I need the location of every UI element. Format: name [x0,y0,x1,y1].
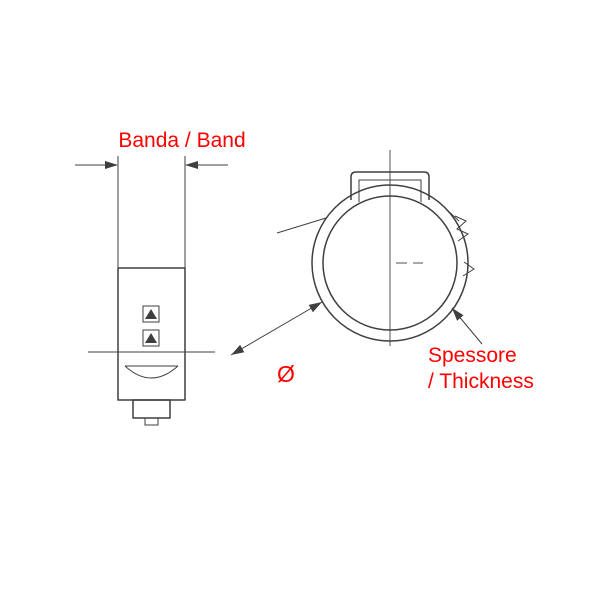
band-outer-circle [311,184,469,342]
thickness-label-line1: Spessore [428,344,517,367]
thickness-arrow-icon [452,308,464,321]
dimension-arrow-right-pointing-icon [105,161,118,169]
lock-tab-upper-icon [145,309,157,319]
thickness-annotation: Spessore / Thickness [428,307,534,393]
ear-outer-profile [350,171,430,200]
band-end-tab [132,399,171,419]
thickness-label-line2: / Thickness [428,370,534,393]
band-side-view [88,267,215,426]
diameter-arrow-upper-icon [308,302,322,313]
diameter-dimension-line [230,301,323,356]
lock-tab-lower-icon [145,333,157,343]
leader-line [276,217,327,234]
band-inner-circle [322,195,458,331]
clamp-front-view [276,150,475,346]
diameter-arrow-lower-icon [231,344,245,355]
band-end-notch [144,417,159,426]
band-dimension-label: Banda / Band [118,129,245,152]
buckle-curve [124,365,179,379]
lock-window-lower [142,329,160,347]
ear-inner-profile [358,179,422,202]
band-width-dimension: Banda / Band [75,129,246,268]
interlock-hook-lower [462,261,475,277]
band-end-edge [445,208,460,222]
diameter-symbol-label: Ø [277,361,295,387]
dimension-arrow-left-pointing-icon [185,161,198,169]
diameter-dimension: Ø [230,301,323,387]
interlock-hooks-upper [454,215,470,242]
lock-window-upper [142,305,160,323]
